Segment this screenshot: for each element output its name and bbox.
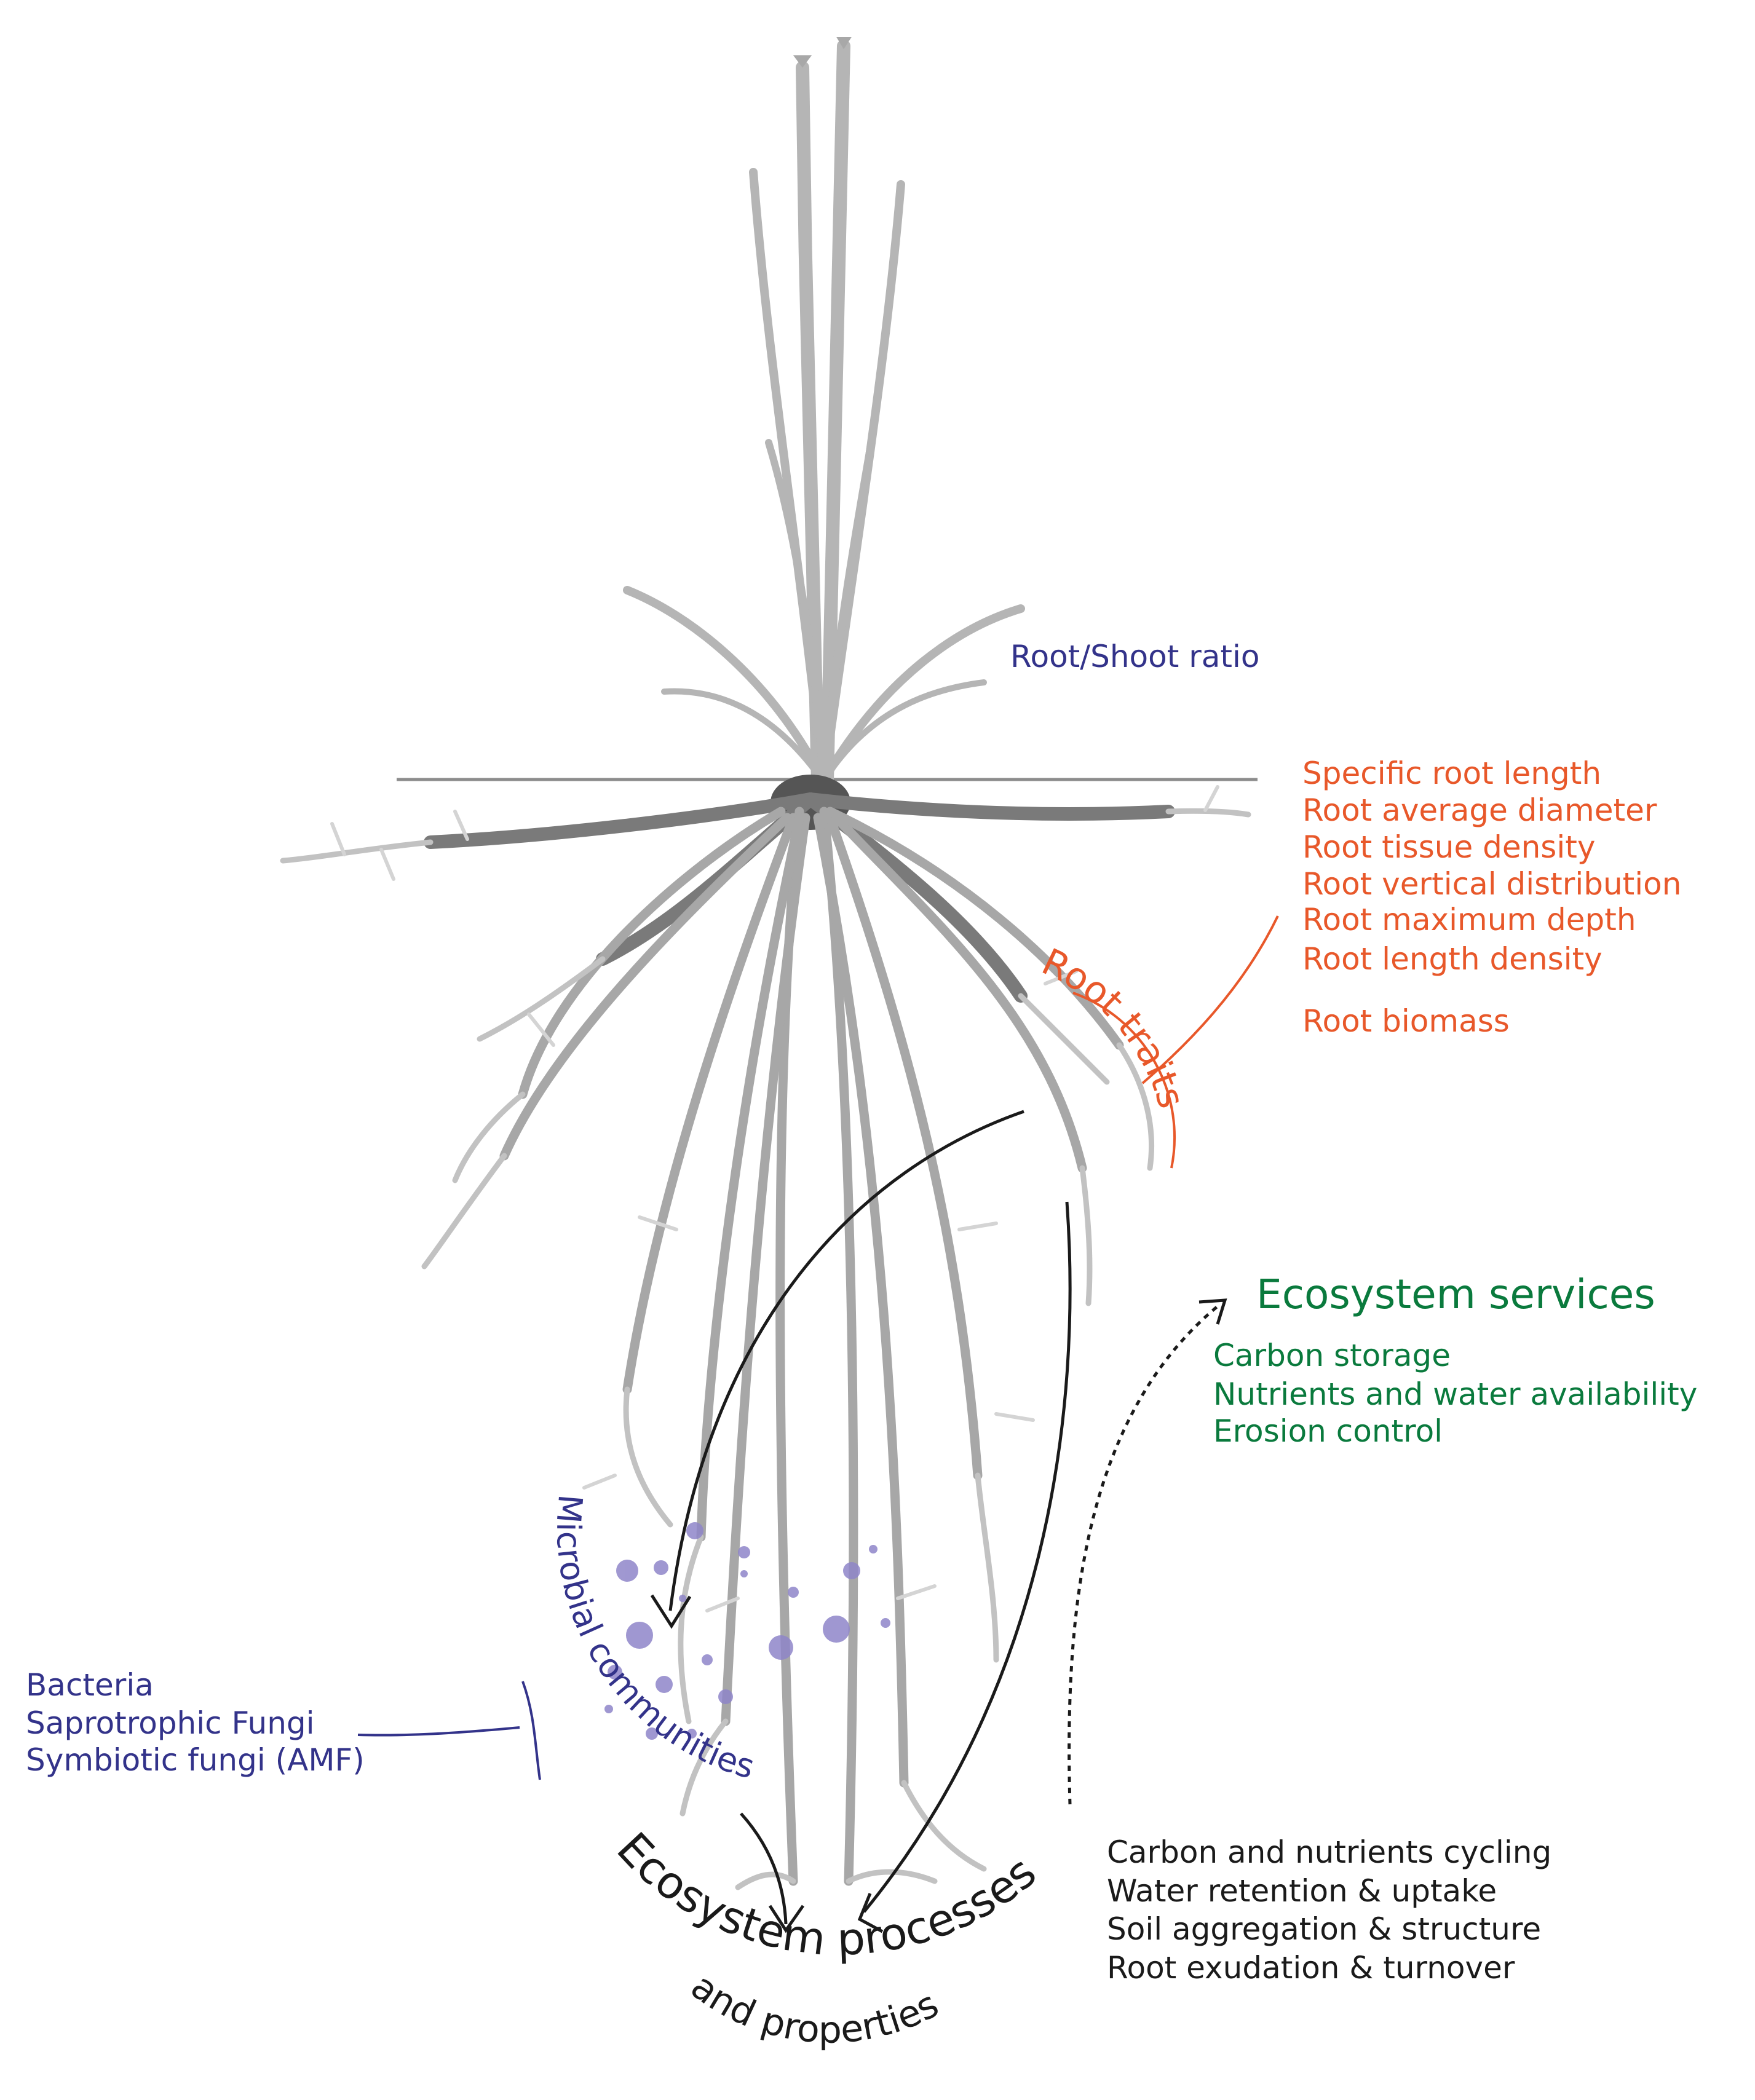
microbial-bracket	[521, 1681, 541, 1780]
root-traits-connector	[1141, 915, 1279, 1084]
service-item: Nutrients and water availability	[1213, 1376, 1697, 1412]
arrowhead-services	[1198, 1298, 1227, 1325]
arrow-root-traits-to-processes	[863, 1201, 1072, 1913]
process-item: Soil aggregation & structure	[1107, 1911, 1541, 1947]
process-item: Root exudation & turnover	[1107, 1950, 1515, 1986]
properties-heading: and properties	[683, 1965, 946, 2051]
process-item: Carbon and nutrients cycling	[1107, 1834, 1551, 1870]
microbe-item: Symbiotic fungi (AMF)	[26, 1742, 365, 1778]
arrows	[650, 1110, 1227, 1933]
arrow-microbes-to-processes	[740, 1812, 788, 1925]
root-trait-item: Root biomass	[1302, 1003, 1510, 1039]
processes-list: Carbon and nutrients cycling Water reten…	[1107, 1834, 1551, 1986]
arrowhead-processes-left	[768, 1905, 805, 1933]
root-traits-list: Specific root length Root average diamet…	[1302, 756, 1681, 1039]
microbial-list: Bacteria Saprotrophic Fungi Symbiotic fu…	[26, 1667, 365, 1778]
microbe-spots	[604, 1522, 890, 1740]
service-item: Carbon storage	[1213, 1338, 1451, 1373]
root-trait-item: Root vertical distribution	[1302, 866, 1681, 902]
arrowhead-processes-right	[857, 1893, 884, 1933]
root-trait-item: Specific root length	[1302, 756, 1601, 791]
arrow-root-traits-to-microbes	[668, 1110, 1024, 1611]
brackets	[357, 915, 1279, 1780]
shoot	[623, 39, 1025, 788]
plant-illustration	[280, 37, 1258, 1890]
microbe-item: Bacteria	[26, 1667, 154, 1703]
microbial-connector	[357, 1726, 520, 1737]
service-item: Erosion control	[1213, 1413, 1443, 1449]
root-trait-item: Root average diameter	[1302, 792, 1657, 828]
root-trait-item: Root tissue density	[1302, 829, 1595, 865]
ecosystem-services-list: Carbon storage Nutrients and water avail…	[1213, 1338, 1697, 1449]
root-shoot-ratio-label: Root/Shoot ratio	[1010, 639, 1260, 674]
microbe-item: Saprotrophic Fungi	[26, 1705, 315, 1741]
root-system	[280, 785, 1251, 1890]
root-trait-item: Root maximum depth	[1302, 902, 1636, 938]
process-item: Water retention & uptake	[1107, 1873, 1497, 1909]
processes-heading: Ecosystem processes	[607, 1823, 1045, 1965]
root-traits-bracket	[1072, 992, 1176, 1169]
arrow-processes-to-services	[1068, 1305, 1219, 1805]
ecosystem-services-heading: Ecosystem services	[1256, 1271, 1655, 1318]
arrowhead-microbes	[650, 1594, 692, 1629]
root-trait-item: Root length density	[1302, 941, 1602, 977]
